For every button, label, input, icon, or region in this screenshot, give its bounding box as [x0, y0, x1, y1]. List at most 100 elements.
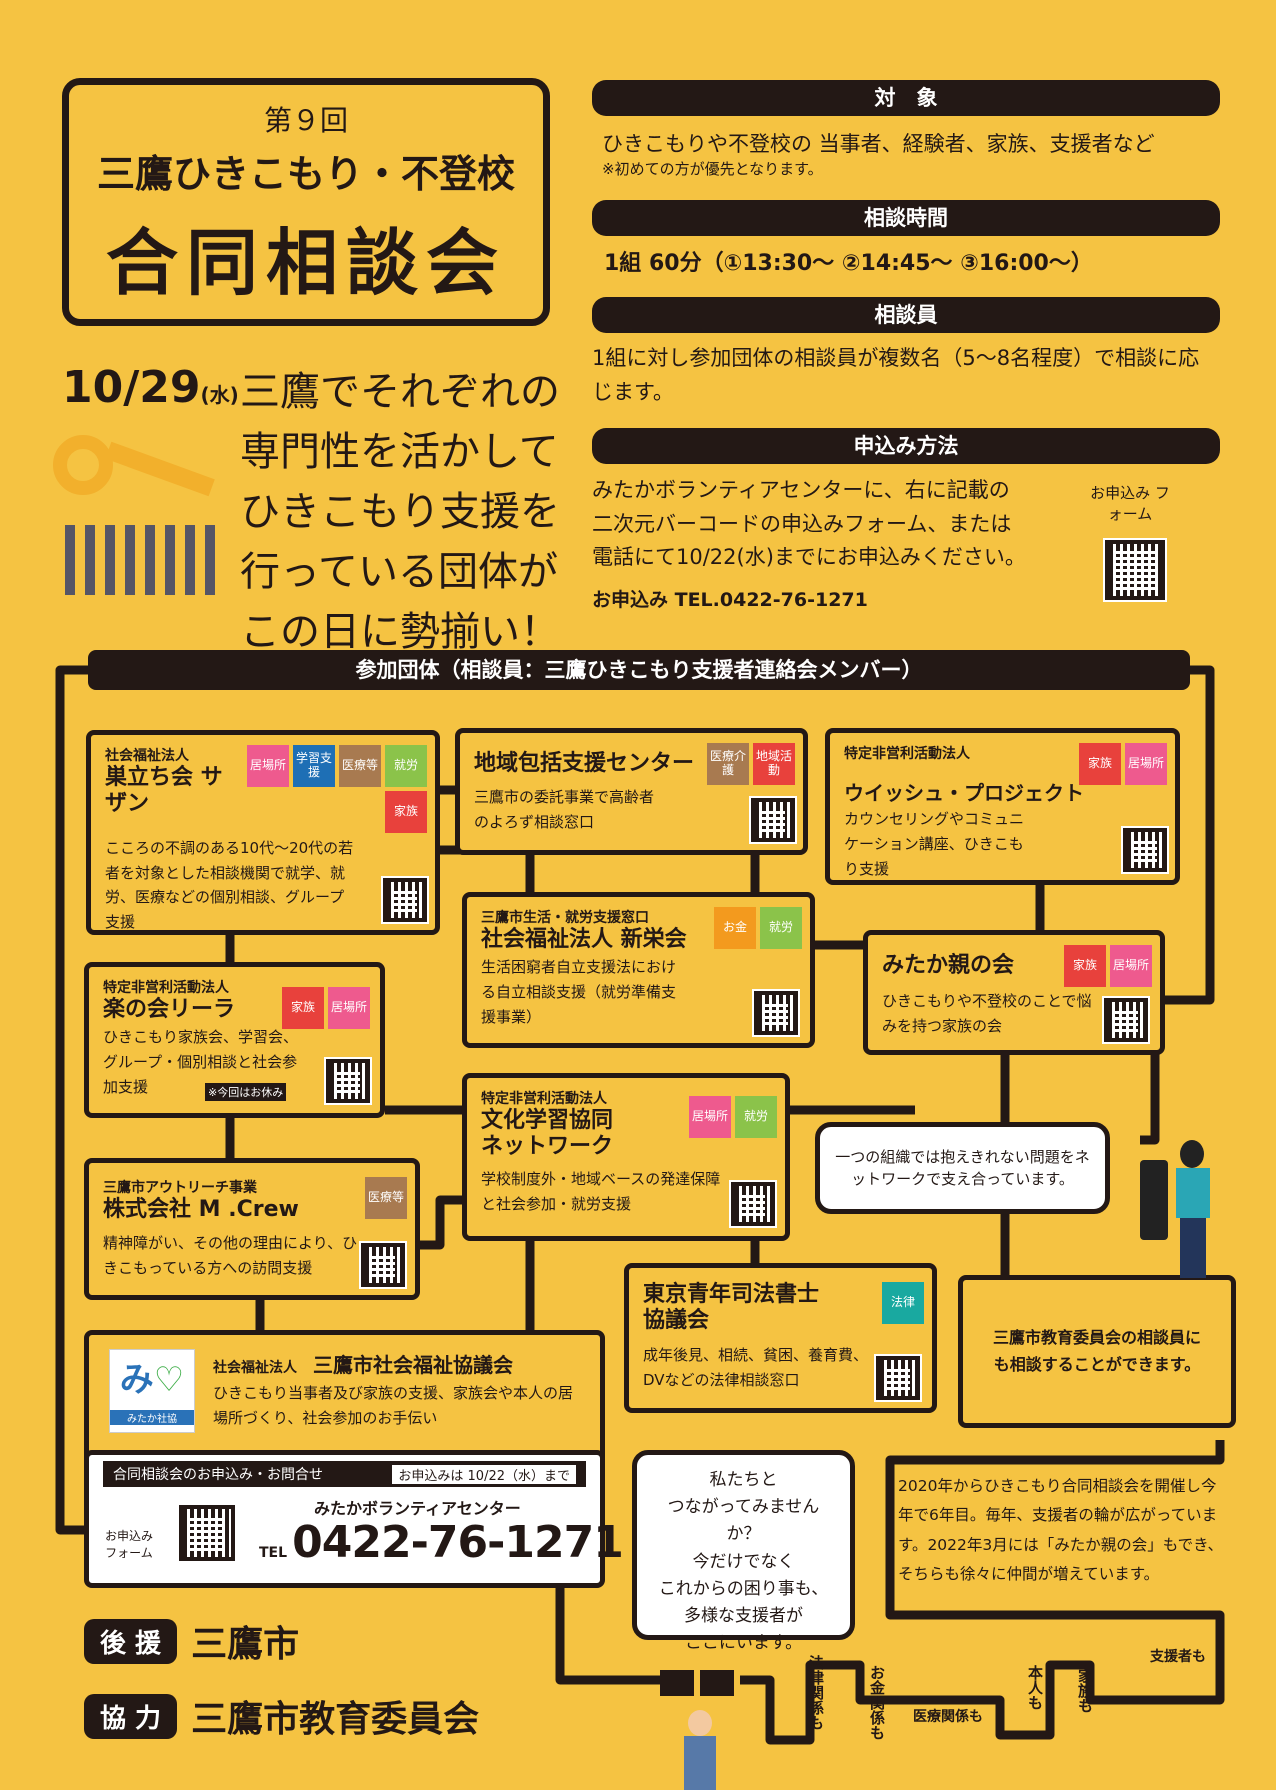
org-desc: ひきこもりや不登校のことで悩みを持つ家族の会 [882, 992, 1092, 1036]
qr-code[interactable] [874, 1354, 922, 1402]
category-tag: 就労 [735, 1096, 777, 1138]
education-board-box: 三鷹市教育委員会の相談員にも相談することができます。 [958, 1275, 1236, 1428]
cooperation-label: 協 力 [84, 1693, 178, 1739]
org-sub: 三鷹市生活・就労支援窓口 [481, 910, 649, 926]
category-tag: 就労 [760, 907, 802, 949]
participants-heading: 参加団体（相談員：三鷹ひきこもり支援者連絡会メンバー） [88, 650, 1190, 690]
target-text: ひきこもりや不登校の 当事者、経験者、家族、支援者など [602, 132, 1155, 156]
contact-qr-code[interactable] [177, 1503, 237, 1563]
apply-qr-code[interactable] [1103, 538, 1167, 602]
org-name: 株式会社 M .Crew [103, 1197, 299, 1222]
org-sub: 特定非営利活動法人 [481, 1091, 607, 1107]
org-desc: 学校制度外・地域ベースの発達保障と社会参加・就労支援 [481, 1169, 721, 1213]
org-desc: 生活困窮者自立支援法における自立相談支援（就労準備支援事業） [481, 958, 677, 1026]
cable-label: 支援者も [1150, 1649, 1206, 1665]
org-oya: みたか親の会 家族居場所 ひきこもりや不登校のことで悩みを持つ家族の会 [863, 930, 1165, 1055]
edition: 第９回 [263, 104, 348, 137]
org-desc: 成年後見、相続、貧困、養育費、DVなどの法律相談窓口 [643, 1345, 869, 1389]
bubble-line: 私たちと [709, 1470, 778, 1490]
category-tag: 医療等 [365, 1177, 407, 1219]
cable-label: 本人も [1026, 1665, 1044, 1710]
event-date: 10/29(水) [62, 362, 239, 413]
category-tag: 家族 [385, 791, 427, 833]
contact-deadline: お申込みは 10/22（水）まで [392, 1464, 576, 1484]
apply-tel: お申込み TEL.0422-76-1271 [592, 589, 868, 611]
target-heading: 対 象 [592, 80, 1220, 116]
network-bubble-text: 一つの組織では抱えきれない問題をネットワークで支え合っています。 [835, 1147, 1090, 1189]
qr-code[interactable] [729, 1180, 777, 1228]
qr-code[interactable] [1121, 826, 1169, 874]
support-label: 後 援 [84, 1618, 178, 1664]
apply-heading: 申込み方法 [592, 428, 1220, 464]
category-tag: 居場所 [689, 1096, 731, 1138]
history-text: 2020年からひきこもり合同相談会を開催し今年で6年目。毎年、支援者の輪が広がっ… [898, 1477, 1224, 1584]
shakyo-logo-text: みたか社協 [110, 1410, 194, 1425]
contact-form-label: お申込み フォーム [104, 1529, 153, 1560]
support-value: 三鷹市 [191, 1624, 300, 1665]
cable-label: 医療関係も [913, 1709, 983, 1725]
bubble-line: ここにいます。 [684, 1633, 803, 1654]
cable-label: 家族も [1076, 1668, 1094, 1713]
qr-code[interactable] [359, 1241, 407, 1289]
category-tag: 医療介護 [707, 743, 749, 785]
org-wish: 特定非営利活動法人 ウイッシュ・プロジェクト 家族居場所 カウンセリングやコミュ… [825, 728, 1180, 885]
org-name: 三鷹市社会福祉協議会 [313, 1353, 514, 1377]
tagline-line: ひきこもり支援を [240, 489, 560, 535]
qr-code[interactable] [324, 1057, 372, 1105]
tagline-line: 三鷹でそれぞれの [240, 369, 560, 415]
category-tag: 学習支援 [293, 745, 335, 787]
org-desc: こころの不調のある10代～20代の若者を対象とした相談機関で就学、就労、医療など… [105, 838, 354, 932]
category-tag: 家族 [1079, 743, 1121, 785]
plug-illustration [660, 1670, 740, 1790]
staff-text: 1組に対し参加団体の相談員が複数名（5～8名程度）で相談に応じます。 [592, 346, 1200, 404]
qr-code[interactable] [749, 796, 797, 844]
shakyo-logo: み♡ みたか社協 [109, 1349, 195, 1433]
cable-label: 法律関係も [807, 1655, 825, 1730]
network-bubble: 一つの組織では抱えきれない問題をネットワークで支え合っています。 [815, 1122, 1110, 1214]
connect-bubble: 私たちと つながってみませんか？ 今だけでなく これからの困り事も、 多様な支援… [632, 1450, 855, 1653]
org-name: 巣立ち会 サザン [105, 765, 223, 817]
qr-code[interactable] [752, 989, 800, 1037]
qr-code[interactable] [381, 876, 429, 924]
contact-tel[interactable]: 0422-76-1271 [292, 1517, 624, 1568]
date-weekday: (水) [200, 383, 239, 407]
org-desc: ひきこもり当事者及び家族の支援、家族会や本人の居場所づくり、社会参加のお手伝い [213, 1384, 574, 1427]
bubble-line: これからの困り事も、 [658, 1578, 829, 1599]
org-name: 楽の会リーラ [103, 997, 236, 1022]
org-name: 文化学習協同 ネットワーク [481, 1108, 614, 1160]
cooperation-value: 三鷹市教育委員会 [191, 1699, 480, 1740]
apply-line: みたかボランティアセンターに、右に記載の [592, 478, 1010, 502]
org-name: 東京青年司法書士 協議会 [643, 1282, 820, 1334]
category-tag: 居場所 [328, 987, 370, 1029]
org-sub: 特定非営利活動法人 [844, 746, 970, 762]
category-tag: 家族 [282, 987, 324, 1029]
org-sub: 三鷹市アウトリーチ事業 [103, 1180, 257, 1196]
title-box: 第９回 三鷹ひきこもり・不登校 合同相談会 [62, 78, 550, 326]
category-tag: 家族 [1064, 945, 1106, 987]
category-tag: 就労 [385, 745, 427, 787]
event-title-line1: 三鷹ひきこもり・不登校 [96, 152, 515, 196]
category-tag: 法律 [882, 1282, 924, 1324]
org-shinei: 三鷹市生活・就労支援窓口 社会福祉法人 新栄会 お金就労 生活困窮者自立支援法に… [462, 892, 815, 1048]
date-day: 10/29 [62, 362, 201, 413]
org-suzan: 社会福祉法人 巣立ち会 サザン 居場所学習支援医療等就労家族 こころの不調のある… [86, 730, 440, 935]
on-break-note: ※今回はお休み [205, 1083, 287, 1101]
key-illustration [45, 425, 215, 605]
apply-line: 二次元バーコードの申込みフォーム、または [592, 511, 1012, 536]
org-rira: 特定非営利活動法人 楽の会リーラ 家族居場所 ひきこもり家族会、学習会、グループ… [84, 962, 385, 1118]
org-sub: 特定非営利活動法人 [103, 980, 229, 996]
tagline-line: 行っている団体が [240, 549, 558, 595]
org-desc: 精神障がい、その他の理由により、ひきこもっている方への訪問支援 [103, 1234, 358, 1278]
category-tag: 医療等 [339, 745, 381, 787]
apply-form-label: お申込み フォーム [1090, 484, 1170, 523]
org-name: ウイッシュ・プロジェクト [844, 781, 1084, 805]
org-desc: ひきこもり家族会、学習会、グループ・個別相談と社会参加支援 [103, 1028, 299, 1096]
tagline-line: この日に勢揃い！ [240, 609, 560, 655]
woman-with-plug-illustration [1140, 1140, 1220, 1280]
education-board-text: 三鷹市教育委員会の相談員にも相談することができます。 [992, 1328, 1201, 1374]
category-tag: 居場所 [1110, 945, 1152, 987]
cooperation-row: 協 力 三鷹市教育委員会 [84, 1690, 479, 1742]
qr-code[interactable] [1102, 996, 1150, 1044]
apply-line: 電話にて10/22(水)までにお申込みください。 [592, 545, 1026, 570]
category-tag: 地域活動 [753, 743, 795, 785]
